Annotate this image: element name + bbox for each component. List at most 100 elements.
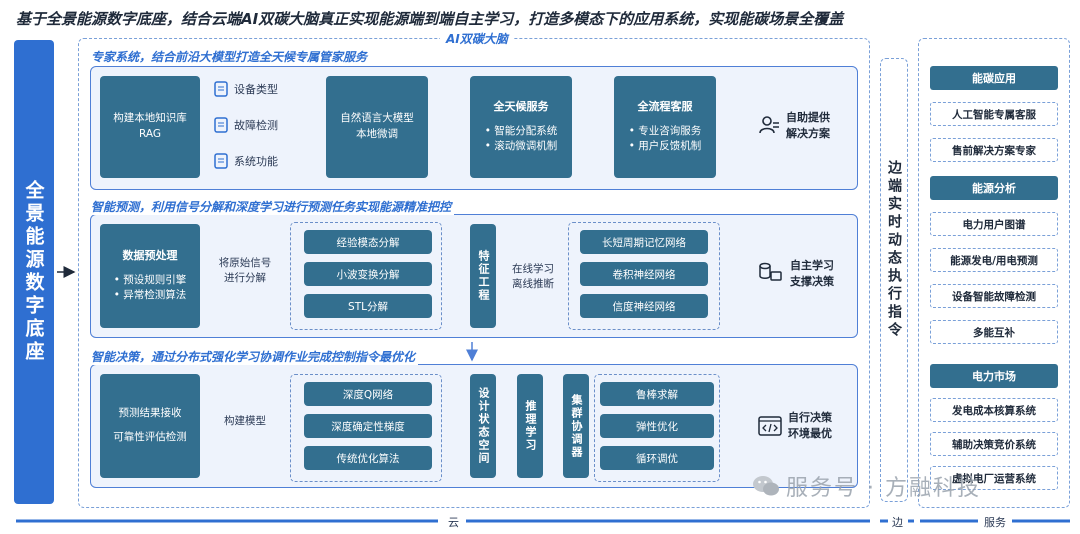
pre-item-1: • 预设规则引擎 <box>113 273 187 286</box>
decomp-emd: 经验模态分解 <box>304 230 432 254</box>
service-item[interactable]: 售前解决方案专家 <box>930 138 1058 162</box>
service-item[interactable]: 多能互补 <box>930 320 1058 344</box>
wechat-icon <box>753 476 779 496</box>
s1-result-line-1: 自助提供 <box>786 111 830 124</box>
edge-column <box>880 58 908 502</box>
nlp-line-1: 自然语言大模型 <box>340 112 414 125</box>
footer-service-label: 服务 <box>980 514 1010 530</box>
decompose-text: 将原始信号 进行分解 <box>212 256 278 286</box>
doc-label-function: 系统功能 <box>234 155 278 168</box>
s3-result: 自行决策 环境最优 <box>788 410 832 442</box>
algo-traditional: 传统优化算法 <box>304 446 432 470</box>
section-decision-label: 智能决策，通过分布式强化学习协调作业完成控制指令最优化 <box>88 348 419 365</box>
footer-cloud-label: 云 <box>444 514 463 530</box>
page-title: 基于全景能源数字底座，结合云端AI双碳大脑真正实现能源端到端自主学习，打造多模态… <box>16 10 844 28</box>
recv-line-1: 预测结果接收 <box>118 407 182 420</box>
kb-line-2: RAG <box>138 128 161 140</box>
learn-line-1: 在线学习 <box>512 263 554 275</box>
document-icon <box>214 81 228 97</box>
decomposition-group <box>290 222 442 330</box>
recv-line-2: 可靠性评估检测 <box>113 431 187 443</box>
s2-result: 自主学习 支撑决策 <box>790 258 834 290</box>
cs-item-2: • 用户反馈机制 <box>628 140 702 153</box>
receive-box: 预测结果接收 可靠性评估检测 <box>100 374 200 478</box>
service-item[interactable]: 能源发电/用电预测 <box>930 248 1058 272</box>
service-head-carbon: 能碳应用 <box>930 66 1058 90</box>
inference-label: 推理学习 <box>524 400 537 452</box>
watermark-text: 服务号 · 方融科技 <box>786 476 981 501</box>
state-space-box: 设计状态空间 <box>470 374 496 478</box>
s3-result-line-1: 自行决策 <box>788 411 832 424</box>
s2-result-line-1: 自主学习 <box>790 259 834 272</box>
service-item[interactable]: 人工智能专属客服 <box>930 102 1058 126</box>
service-head-energy: 能源分析 <box>930 176 1058 200</box>
doc-item: 设备类型 <box>212 78 302 100</box>
code-window-icon <box>758 416 782 436</box>
decompose-line-2: 进行分解 <box>224 271 266 284</box>
cluster-label: 集群协调器 <box>570 393 583 459</box>
s1-result-line-2: 解决方案 <box>786 126 830 140</box>
opt-elastic: 弹性优化 <box>600 414 714 438</box>
allday-title: 全天候服务 <box>493 100 549 113</box>
customer-service-box: 全流程客服 • 专业咨询服务 • 用户反馈机制 <box>614 76 716 178</box>
service-head-power-market: 电力市场 <box>930 364 1058 388</box>
learn-line-2: 离线推断 <box>512 277 554 290</box>
doc-list: 设备类型 故障检测 系统功能 <box>212 78 302 178</box>
algo-ddpg: 深度确定性梯度 <box>304 414 432 438</box>
database-monitor-icon <box>759 262 782 281</box>
document-icon <box>214 153 228 169</box>
pre-item-2: • 异常检测算法 <box>113 289 187 302</box>
knowledge-base-box: 构建本地知识库 RAG <box>100 76 200 178</box>
doc-label-device: 设备类型 <box>234 83 278 96</box>
preprocess-box: 数据预处理 • 预设规则引擎 • 异常检测算法 <box>100 224 200 328</box>
service-item[interactable]: 设备智能故障检测 <box>930 284 1058 308</box>
nlp-model-box: 自然语言大模型 本地微调 <box>326 76 428 178</box>
digital-base-bar: 全景能源数字底座 <box>14 40 54 504</box>
doc-item: 故障检测 <box>212 114 302 136</box>
inference-box: 推理学习 <box>517 374 543 478</box>
feature-label: 特征工程 <box>477 250 490 302</box>
allday-service-box: 全天候服务 • 智能分配系统 • 滚动微调机制 <box>470 76 572 178</box>
decompose-line-1: 将原始信号 <box>218 257 272 269</box>
doc-item: 系统功能 <box>212 150 302 172</box>
opt-robust: 鲁棒求解 <box>600 382 714 406</box>
section-expert-label: 专家系统，结合前沿大模型打造全天候专属管家服务 <box>88 48 371 65</box>
edge-label-text: 边端实时动态执行指令 <box>886 160 902 340</box>
user-settings-icon <box>759 116 779 134</box>
nlp-line-2: 本地微调 <box>356 128 398 140</box>
optimization-group <box>594 374 720 482</box>
net-lstm: 长短周期记忆网络 <box>580 230 708 254</box>
feature-engineering-box: 特征工程 <box>470 224 496 328</box>
net-dbn: 信度神经网络 <box>580 294 708 318</box>
net-cnn: 卷积神经网络 <box>580 262 708 286</box>
algorithm-group <box>290 374 442 482</box>
allday-item-1: • 智能分配系统 <box>484 124 558 137</box>
service-item[interactable]: 电力用户图谱 <box>930 212 1058 236</box>
base-label: 全景能源数字底座 <box>22 180 45 364</box>
pre-title: 数据预处理 <box>122 249 178 262</box>
s1-result: 自助提供 解决方案 <box>786 110 830 142</box>
allday-item-2: • 滚动微调机制 <box>484 140 558 153</box>
service-item[interactable]: 虚拟电厂运营系统 <box>930 466 1058 490</box>
state-space-label: 设计状态空间 <box>477 387 490 465</box>
service-item[interactable]: 发电成本核算系统 <box>930 398 1058 422</box>
service-item[interactable]: 辅助决策竞价系统 <box>930 432 1058 456</box>
kb-line-1: 构建本地知识库 <box>113 112 187 125</box>
s3-result-line-2: 环境最优 <box>788 426 832 440</box>
build-model-text: 构建模型 <box>214 414 276 429</box>
edge-label: 边端实时动态执行指令 <box>880 160 908 344</box>
cluster-coordinator-box: 集群协调器 <box>563 374 589 478</box>
ai-brain-label: AI双碳大脑 <box>440 30 514 47</box>
cs-item-1: • 专业咨询服务 <box>628 124 702 137</box>
cs-title: 全流程客服 <box>637 100 693 113</box>
algo-dqn: 深度Q网络 <box>304 382 432 406</box>
footer-edge-label: 边 <box>888 514 907 530</box>
doc-label-fault: 故障检测 <box>234 119 278 132</box>
network-group <box>568 222 720 330</box>
section-prediction-label: 智能预测，利用信号分解和深度学习进行预测任务实现能源精准把控 <box>88 198 455 215</box>
decomp-wavelet: 小波变换分解 <box>304 262 432 286</box>
opt-loop: 循环调优 <box>600 446 714 470</box>
learn-text: 在线学习 离线推断 <box>502 262 564 292</box>
service-column <box>918 38 1070 508</box>
decomp-stl: STL分解 <box>304 294 432 318</box>
